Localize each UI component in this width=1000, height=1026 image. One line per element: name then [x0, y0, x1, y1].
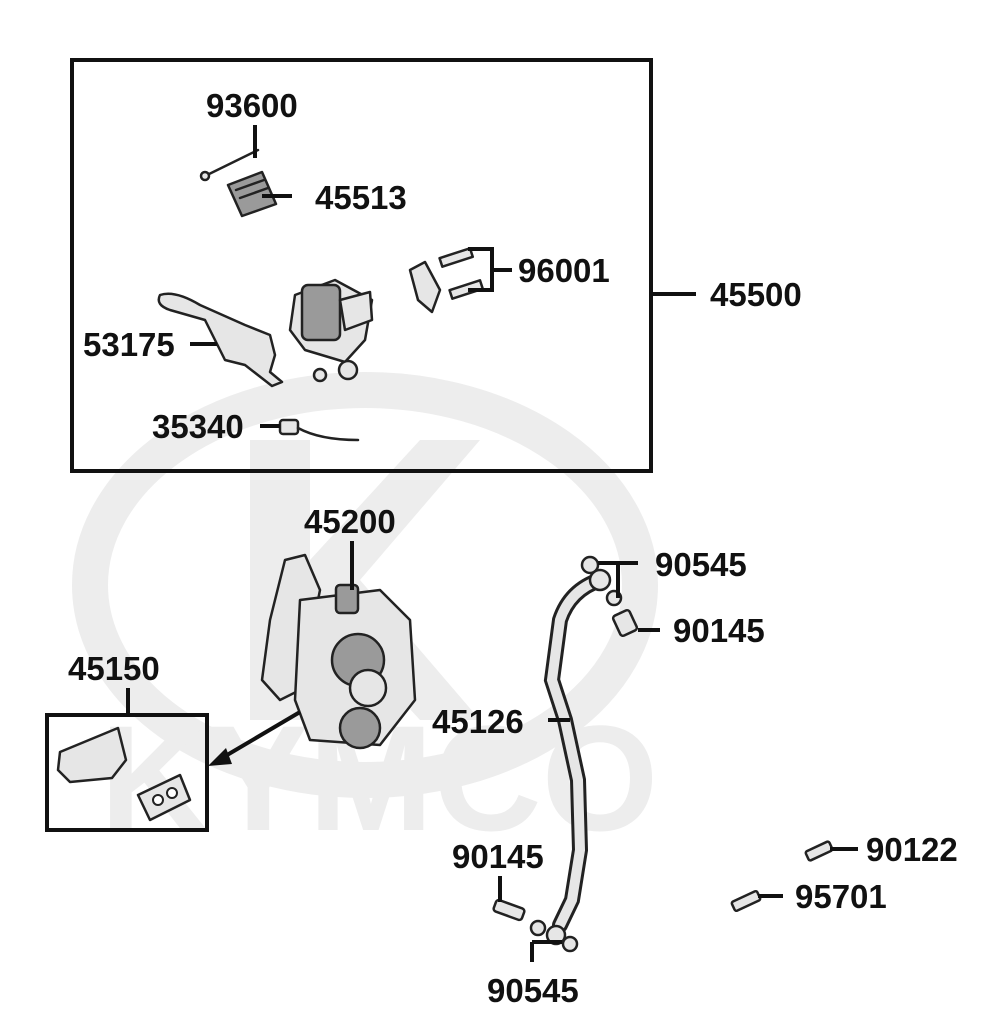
callout-90545-bottom: 90545	[487, 972, 579, 1009]
part-90145-top-banjo-bolt	[611, 608, 639, 638]
part-90145-bottom-banjo-bolt	[492, 898, 526, 922]
callout-90122: 90122	[866, 831, 958, 868]
part-master-cylinder-body	[288, 278, 374, 383]
callout-90145-bottom: 90145	[452, 838, 544, 875]
part-90122-bolt	[804, 840, 834, 862]
part-35340-brake-switch	[278, 418, 360, 442]
callout-90545-top: 90545	[655, 546, 747, 583]
callout-90145-top: 90145	[673, 612, 765, 649]
part-96001-clamp-bolts	[408, 247, 485, 314]
callout-45500: 45500	[710, 276, 802, 313]
leader-90545-top	[598, 561, 638, 598]
callout-95701: 95701	[795, 878, 887, 915]
callout-45150: 45150	[68, 650, 160, 687]
pads-pointer-arrow	[208, 710, 302, 766]
master-cylinder-assembly-box	[70, 58, 653, 473]
part-45513-reservoir-cap	[226, 170, 278, 218]
part-90545-bottom-washers	[529, 919, 579, 953]
part-95701-bolt	[730, 889, 762, 913]
part-93600-screw	[199, 148, 260, 182]
part-45126-brake-hose	[543, 568, 612, 946]
callout-96001: 96001	[518, 252, 610, 289]
callout-45200: 45200	[304, 503, 396, 540]
callout-35340: 35340	[152, 408, 244, 445]
callout-45126: 45126	[432, 703, 524, 740]
part-90545-top-washers	[580, 555, 623, 607]
callout-45513: 45513	[315, 179, 407, 216]
leader-96001	[468, 247, 512, 292]
part-45200-brake-caliper	[260, 553, 417, 750]
part-53175-brake-lever	[157, 292, 284, 388]
callout-93600: 93600	[206, 87, 298, 124]
leader-90545-bottom	[530, 940, 562, 962]
callout-53175: 53175	[83, 326, 175, 363]
part-45150-brake-pads	[56, 726, 192, 822]
